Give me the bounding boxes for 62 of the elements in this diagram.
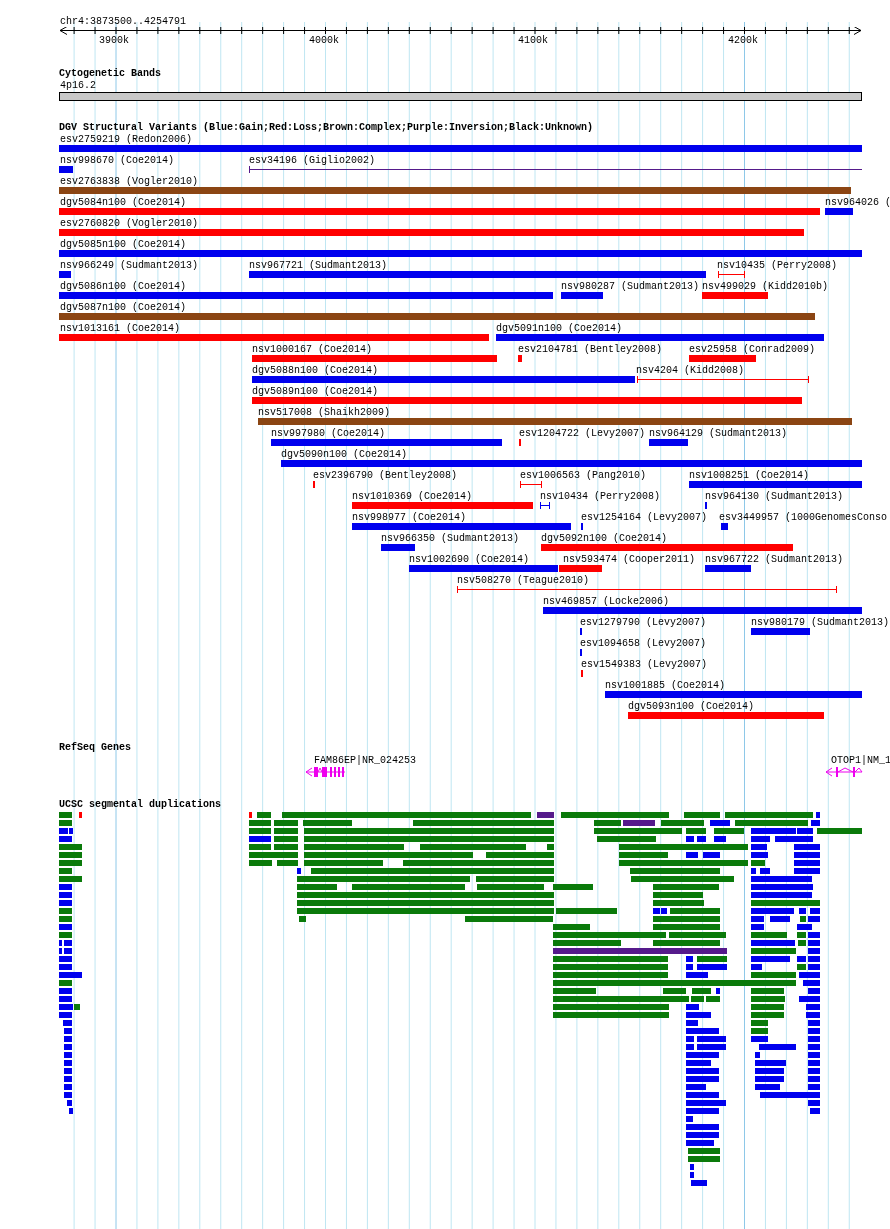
tick-label: 4200k xyxy=(728,35,758,46)
variant-label: dgv5087n100 (Coe2014) xyxy=(60,302,187,313)
variant-label: esv25958 (Conrad2009) xyxy=(689,344,816,355)
variant-label: esv2760820 (Vogler2010) xyxy=(60,218,199,229)
tick-label: 4000k xyxy=(309,35,339,46)
variant-label: nsv593474 (Cooper2011) xyxy=(563,554,696,565)
gene-label: FAM86EP|NR_024253 xyxy=(314,755,417,766)
variant-label: nsv499029 (Kidd2010b) xyxy=(702,281,829,292)
variant-label: esv1549383 (Levy2007) xyxy=(581,659,708,670)
track-title: DGV Structural Variants (Blue:Gain;Red:Loss;Brown:Complex;Purple:Inversion;Black:Unknown) xyxy=(59,122,594,133)
variant-label: nsv998977 (Coe2014) xyxy=(352,512,467,523)
variant-label: nsv1001885 (Coe2014) xyxy=(605,680,726,691)
variant-label: nsv998670 (Coe2014) xyxy=(60,155,175,166)
variant-label: esv3449957 (1000GenomesConso xyxy=(719,512,888,523)
track-title: UCSC segmental duplications xyxy=(59,799,222,810)
variant-label: nsv1000167 (Coe2014) xyxy=(252,344,373,355)
variant-label: nsv1008251 (Coe2014) xyxy=(689,470,810,481)
variant-label: dgv5091n100 (Coe2014) xyxy=(496,323,623,334)
variant-label: dgv5092n100 (Coe2014) xyxy=(541,533,668,544)
track-title: RefSeq Genes xyxy=(59,742,131,753)
variant-label: nsv964129 (Sudmant2013) xyxy=(649,428,788,439)
variant-label: esv1254164 (Levy2007) xyxy=(581,512,708,523)
variant-label: nsv964026 ( xyxy=(825,197,890,208)
variant-label: nsv517008 (Shaikh2009) xyxy=(258,407,391,418)
variant-label: dgv5086n100 (Coe2014) xyxy=(60,281,187,292)
variant-label: nsv966350 (Sudmant2013) xyxy=(381,533,520,544)
track-title: Cytogenetic Bands xyxy=(59,68,162,79)
variant-label: nsv4204 (Kidd2008) xyxy=(636,365,745,376)
tick-label: 4100k xyxy=(518,35,548,46)
variant-label: esv2104781 (Bentley2008) xyxy=(518,344,663,355)
tick-label: 3900k xyxy=(99,35,129,46)
variant-label: esv2759219 (Redon2006) xyxy=(60,134,193,145)
variant-label: nsv967721 (Sudmant2013) xyxy=(249,260,388,271)
variant-label: nsv1013161 (Coe2014) xyxy=(60,323,181,334)
variant-label: dgv5089n100 (Coe2014) xyxy=(252,386,379,397)
variant-label: nsv10434 (Perry2008) xyxy=(540,491,661,502)
variant-label: nsv980287 (Sudmant2013) xyxy=(561,281,700,292)
position-label: chr4:3873500..4254791 xyxy=(60,16,187,27)
variant-label: nsv980179 (Sudmant2013) xyxy=(751,617,890,628)
variant-label: esv2396790 (Bentley2008) xyxy=(313,470,458,481)
band-label: 4p16.2 xyxy=(60,80,96,91)
variant-label: esv1094658 (Levy2007) xyxy=(580,638,707,649)
variant-label: nsv966249 (Sudmant2013) xyxy=(60,260,199,271)
variant-label: nsv508270 (Teague2010) xyxy=(457,575,590,586)
variant-label: esv1279790 (Levy2007) xyxy=(580,617,707,628)
variant-label: nsv1010369 (Coe2014) xyxy=(352,491,473,502)
variant-label: nsv964130 (Sudmant2013) xyxy=(705,491,844,502)
variant-label: esv2763838 (Vogler2010) xyxy=(60,176,199,187)
variant-label: nsv10435 (Perry2008) xyxy=(717,260,838,271)
variant-label: esv1204722 (Levy2007) xyxy=(519,428,646,439)
variant-label: dgv5084n100 (Coe2014) xyxy=(60,197,187,208)
variant-label: dgv5090n100 (Coe2014) xyxy=(281,449,408,460)
variant-label: esv1006563 (Pang2010) xyxy=(520,470,647,481)
variant-label: nsv1002690 (Coe2014) xyxy=(409,554,530,565)
variant-label: nsv967722 (Sudmant2013) xyxy=(705,554,844,565)
variant-label: dgv5088n100 (Coe2014) xyxy=(252,365,379,376)
gene-label: OTOP1|NM_1 xyxy=(831,755,890,766)
variant-label: esv34196 (Giglio2002) xyxy=(249,155,376,166)
variant-label: dgv5093n100 (Coe2014) xyxy=(628,701,755,712)
variant-label: dgv5085n100 (Coe2014) xyxy=(60,239,187,250)
variant-label: nsv997980 (Coe2014) xyxy=(271,428,386,439)
variant-label: nsv469857 (Locke2006) xyxy=(543,596,670,607)
